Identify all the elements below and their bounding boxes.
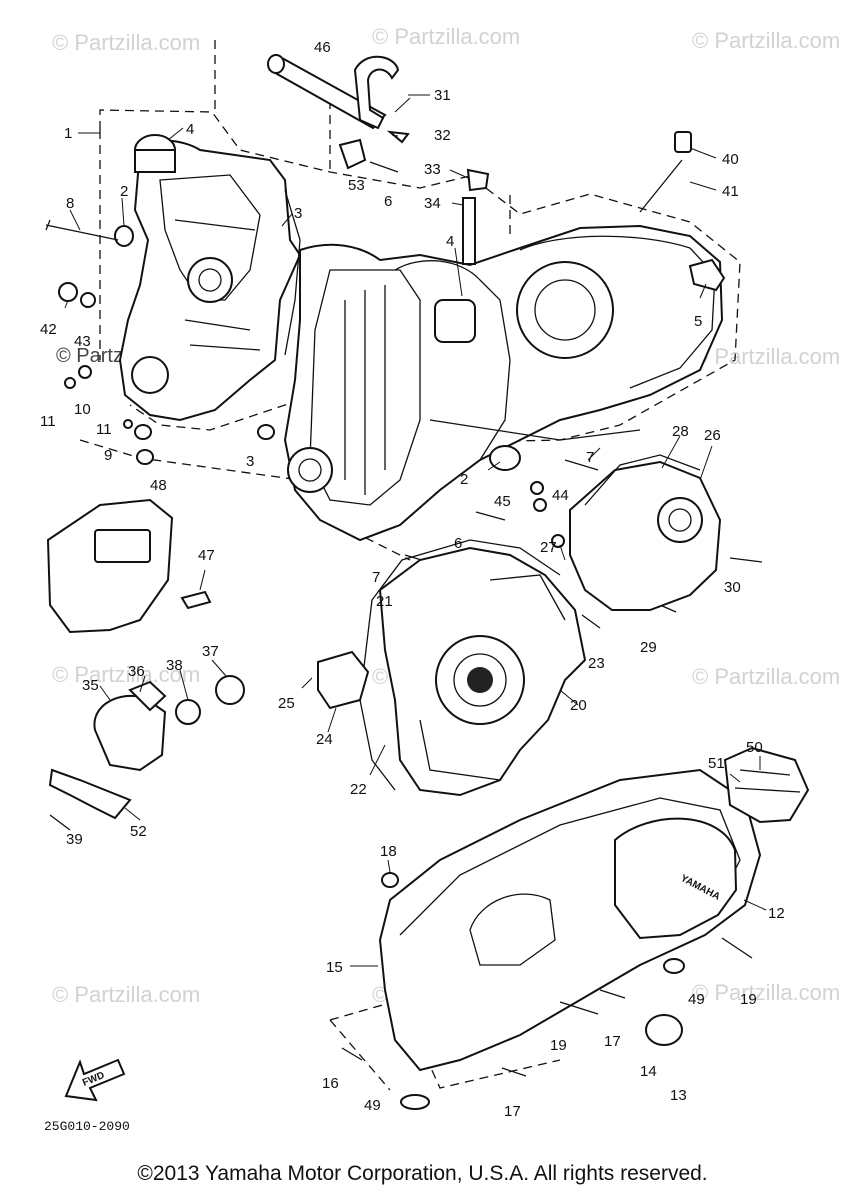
part-number: 17 (504, 1103, 521, 1120)
part-number: 50 (746, 739, 763, 756)
part-number: 12 (768, 905, 785, 922)
breather-hoses (267, 54, 490, 265)
part-number: 41 (722, 183, 739, 200)
part-number: 33 (424, 161, 441, 178)
part-number: 52 (130, 823, 147, 840)
crankcase-left-half (118, 139, 302, 422)
part-number: 13 (670, 1087, 687, 1104)
part-number: 2 (120, 183, 128, 200)
watermark: © Partzilla.com (372, 24, 520, 49)
part-number: 48 (150, 477, 167, 494)
copyright-notice: ©2013 Yamaha Motor Corporation, U.S.A. A… (137, 1162, 708, 1185)
part-number: 53 (348, 177, 365, 194)
part-number: 51 (708, 755, 725, 772)
part-number: 32 (434, 127, 451, 144)
part-number: 11 (40, 413, 56, 430)
part-number: 22 (350, 781, 367, 798)
part-number: 7 (372, 569, 380, 586)
part-number: 6 (454, 535, 462, 552)
part-number: 11 (96, 421, 112, 438)
part-number: 19 (740, 991, 757, 1008)
part-number: 27 (540, 539, 557, 556)
part-number: 21 (376, 593, 393, 610)
bearings-and-hardware (45, 131, 763, 629)
part-number: 36 (128, 663, 145, 680)
part-number: 34 (424, 195, 441, 212)
part-number: 7 (586, 449, 594, 466)
watermark: © Partzilla.com (52, 30, 200, 55)
watermark: © Partzilla.com (52, 662, 200, 687)
part-number: 2 (460, 471, 468, 488)
part-number: 16 (322, 1075, 339, 1092)
watermark: © Partzilla.com (692, 344, 840, 369)
watermark: © Partzilla.com (692, 980, 840, 1005)
watermark: © Partzilla.com (692, 664, 840, 689)
watermark: © Partzilla.com (692, 28, 840, 53)
part-number: 49 (364, 1097, 381, 1114)
part-number: 46 (314, 39, 331, 56)
part-number: 37 (202, 643, 219, 660)
part-number: 18 (380, 843, 397, 860)
part-number: 28 (672, 423, 689, 440)
part-number: 43 (74, 333, 91, 350)
part-number: 44 (552, 487, 569, 504)
part-number: 15 (326, 959, 343, 976)
part-number: 29 (640, 639, 657, 656)
crankcase-cover (359, 454, 722, 797)
part-number: 31 (434, 87, 451, 104)
part-number: 1 (64, 125, 72, 142)
part-number: 38 (166, 657, 183, 674)
sensor-and-cap-group (46, 498, 370, 831)
part-number: 4 (186, 121, 194, 138)
part-number: 24 (316, 731, 333, 748)
part-number: 23 (588, 655, 605, 672)
part-number: 47 (198, 547, 215, 564)
part-number: 4 (446, 233, 454, 250)
part-number: 35 (82, 677, 99, 694)
part-number: 5 (694, 313, 702, 330)
part-number: 40 (722, 151, 739, 168)
part-number: 10 (74, 401, 91, 418)
part-number: 6 (384, 193, 392, 210)
part-number: 25 (278, 695, 295, 712)
part-number: 45 (494, 493, 511, 510)
part-number: 19 (550, 1037, 567, 1054)
part-number: 3 (246, 453, 254, 470)
part-number: 20 (570, 697, 587, 714)
part-number: 30 (724, 579, 741, 596)
part-number-labels: 1 4 2 8 3 42 43 11 10 11 9 48 3 46 31 32… (40, 39, 785, 1120)
part-number: 9 (104, 447, 112, 464)
fwd-arrow: FWD (64, 1058, 126, 1102)
cvt-cover: YAMAHA (341, 746, 810, 1110)
watermark: © Partzilla.com (52, 982, 200, 1007)
part-number: 49 (688, 991, 705, 1008)
leader-lines (64, 94, 767, 967)
part-number: 39 (66, 831, 83, 848)
part-number: 3 (294, 205, 302, 222)
part-number: 17 (604, 1033, 621, 1050)
diagram-code: 25G010-2090 (44, 1119, 130, 1134)
crankcase-right-half (283, 224, 724, 542)
part-number: 14 (640, 1063, 657, 1080)
part-number: 26 (704, 427, 721, 444)
part-number: 42 (40, 321, 57, 338)
part-number: 8 (66, 195, 74, 212)
